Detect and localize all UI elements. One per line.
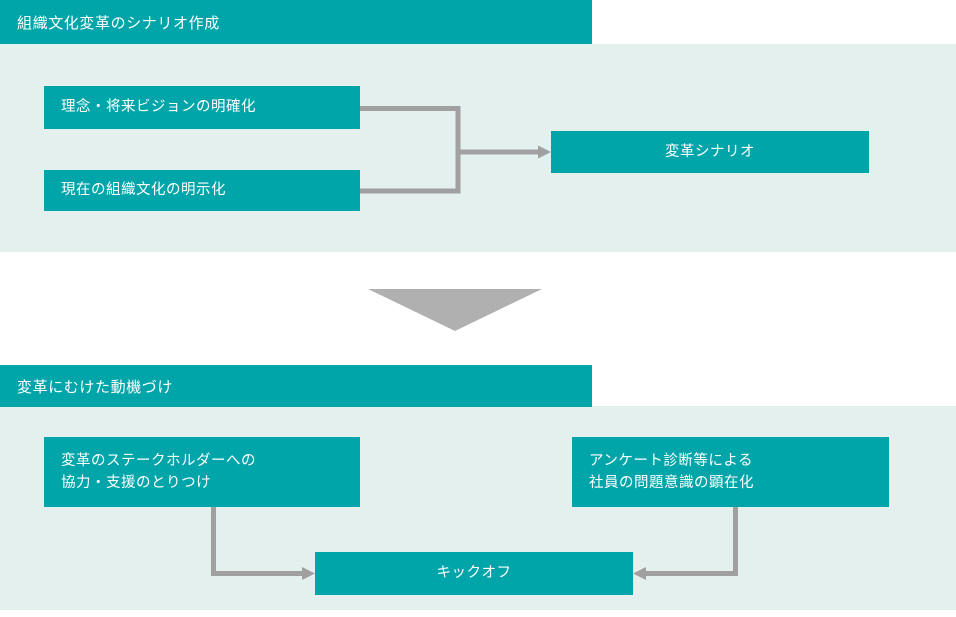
node-stakeholder-support-label-line2: 協力・支援のとりつけ — [61, 475, 212, 491]
node-kickoff-label: キックオフ — [436, 565, 512, 582]
section-header-motivation: 変革にむけた動機づけ — [0, 365, 592, 407]
node-current-culture-label: 現在の組織文化の明示化 — [61, 182, 226, 199]
node-change-scenario[interactable]: 変革シナリオ — [551, 131, 869, 173]
node-vision-clarification[interactable]: 理念・将来ビジョンの明確化 — [44, 86, 360, 129]
node-survey-awareness-label-line2: 社員の問題意識の顕在化 — [589, 475, 754, 491]
node-survey-awareness-label-line1: アンケート診断等による — [589, 452, 753, 469]
section-header-scenario-creation: 組織文化変革のシナリオ作成 — [0, 0, 592, 44]
section-header-scenario-creation-label: 組織文化変革のシナリオ作成 — [17, 14, 220, 32]
node-kickoff[interactable]: キックオフ — [315, 552, 633, 595]
node-change-scenario-label: 変革シナリオ — [665, 143, 755, 160]
node-survey-awareness[interactable]: アンケート診断等による 社員の問題意識の顕在化 — [572, 437, 889, 507]
section-transition-down-arrow-icon — [368, 289, 542, 331]
node-current-culture[interactable]: 現在の組織文化の明示化 — [44, 170, 360, 211]
node-stakeholder-support[interactable]: 変革のステークホルダーへの 協力・支援のとりつけ — [44, 437, 360, 507]
node-stakeholder-support-label-line1: 変革のステークホルダーへの — [61, 452, 256, 469]
node-vision-clarification-label: 理念・将来ビジョンの明確化 — [61, 99, 256, 116]
section-header-motivation-label: 変革にむけた動機づけ — [17, 378, 174, 396]
